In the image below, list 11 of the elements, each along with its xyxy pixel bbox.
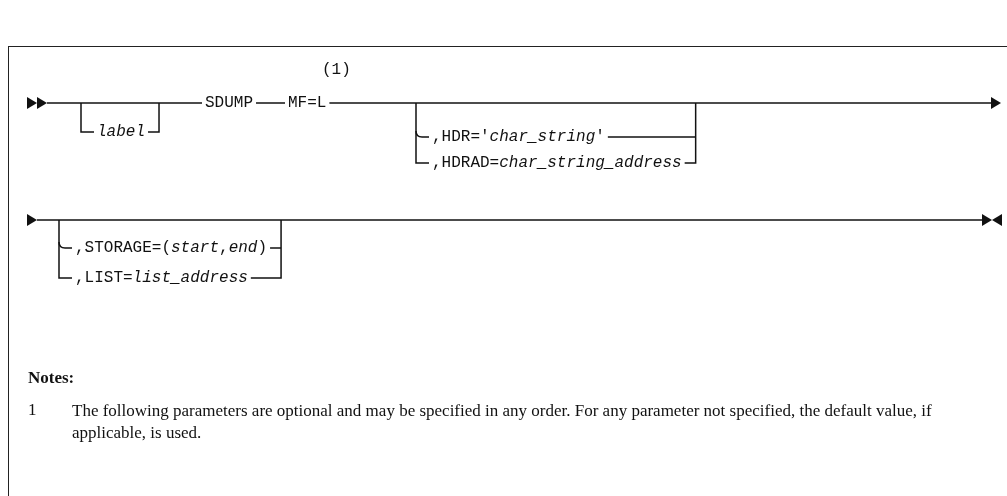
keyword: MF=L <box>288 93 327 113</box>
optional-parameter: label <box>97 122 145 142</box>
optional-parameter: ,HDRAD=char_string_address <box>432 153 682 173</box>
notes-heading: Notes: <box>28 368 75 388</box>
note-text: The following parameters are optional and may be specified in any order. For any parameter not specified, the default value, if applicable, is used. <box>72 400 933 444</box>
note-number: 1 <box>28 400 37 420</box>
optional-parameter: ,STORAGE=(start,end) <box>75 238 268 258</box>
optional-parameter: ,HDR='char_string' <box>432 127 605 147</box>
footnote-reference: (1) <box>322 60 351 80</box>
keyword: SDUMP <box>205 93 253 113</box>
optional-parameter: ,LIST=list_address <box>75 268 248 288</box>
